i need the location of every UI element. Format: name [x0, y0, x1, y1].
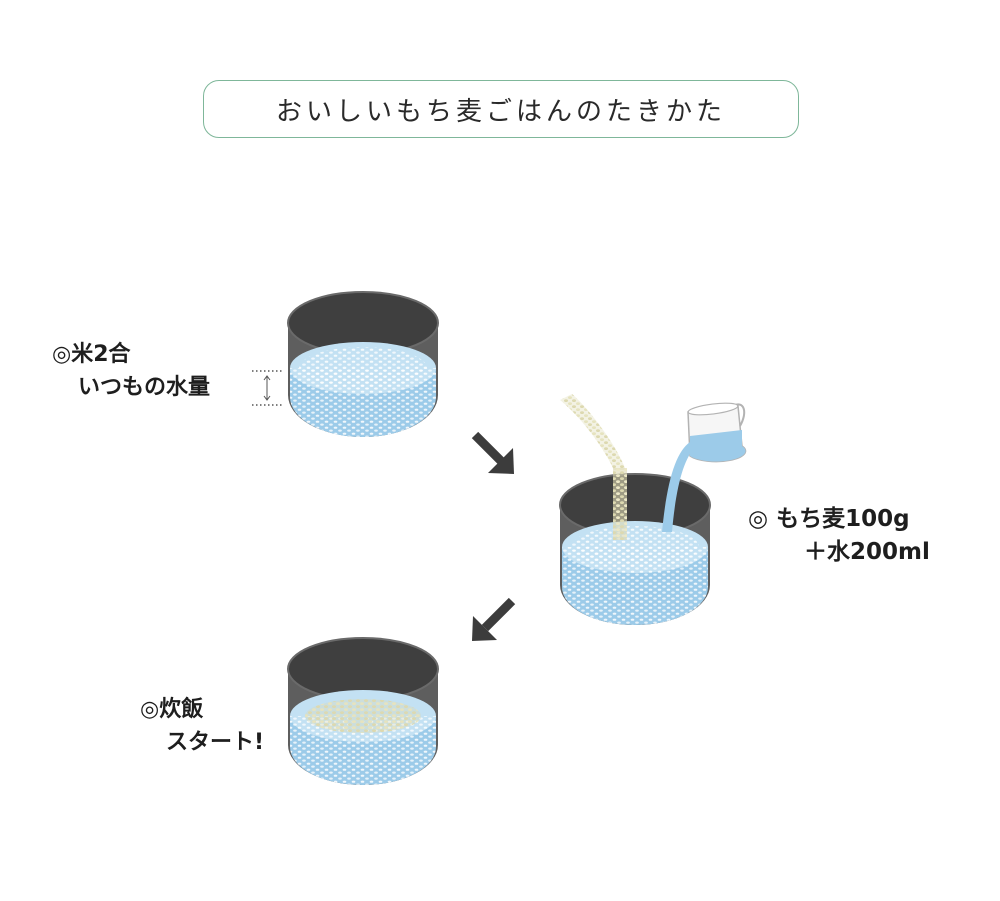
step1-line1: ◎米2合 — [52, 342, 131, 367]
step1-line2: いつもの水量 — [78, 375, 211, 400]
step2-line1: ◎ もち麦100g — [748, 506, 910, 532]
arrow-down-right-icon — [471, 431, 514, 474]
step3-label: ◎炊飯 スタート! — [140, 693, 264, 759]
water-stream — [662, 442, 695, 532]
barley-grains — [560, 394, 627, 540]
step2-line2: ＋水200ml — [804, 539, 930, 565]
step2-label: ◎ もち麦100g ＋水200ml — [748, 503, 930, 569]
page-title: おいしいもち麦ごはんのたきかた — [275, 96, 726, 127]
measuring-cup-icon — [687, 402, 747, 463]
water-level-marker — [252, 370, 282, 406]
pot-rice-water — [287, 291, 439, 437]
arrow-down-left-icon — [472, 597, 516, 641]
pot-add-barley — [559, 473, 711, 625]
title-frame: おいしいもち麦ごはんのたきかた — [203, 80, 799, 138]
pot-cook-start — [287, 637, 439, 785]
step3-line1: ◎炊飯 — [140, 697, 204, 722]
step3-line2: スタート! — [166, 730, 265, 755]
step1-label: ◎米2合 いつもの水量 — [52, 338, 210, 404]
